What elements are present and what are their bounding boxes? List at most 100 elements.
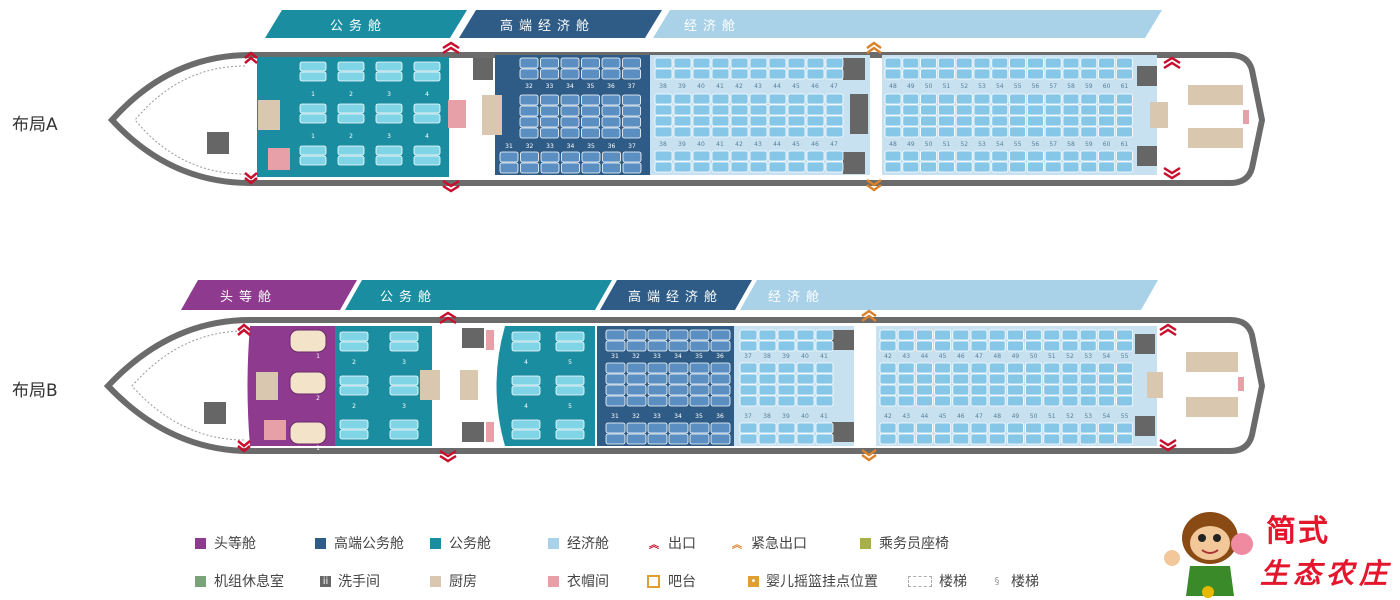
seat-premium-a — [622, 105, 641, 117]
seat-economy-a — [692, 104, 711, 116]
seat-economy-a — [749, 150, 768, 162]
seat-economy-b — [1043, 395, 1061, 407]
seat-economy-b — [897, 433, 915, 445]
seat-economy-b — [897, 384, 915, 396]
seat-economy-a — [902, 93, 920, 105]
seat-premium-a — [561, 162, 580, 174]
row-label-economy-a1-top: 47 — [830, 83, 838, 90]
row-label-premium-a-top: 37 — [628, 83, 636, 90]
seat-economy-a — [991, 126, 1009, 138]
fuselage-b-inner — [131, 330, 246, 441]
seat-premium-b — [689, 340, 710, 352]
seat-economy-a — [787, 115, 806, 127]
seat-economy-b — [796, 395, 815, 407]
seat-economy-b — [1098, 395, 1115, 407]
seat-premium-b — [689, 422, 710, 434]
seat-economy-b — [879, 362, 897, 374]
seat-business-b — [389, 429, 419, 440]
seat-economy-a — [1116, 57, 1133, 69]
seat-economy-a — [1027, 93, 1044, 105]
row-label-economy-a2-bottom: 61 — [1121, 141, 1129, 148]
seat-economy-b — [796, 422, 815, 434]
seat-economy-a — [806, 93, 825, 105]
seat-economy-b — [1098, 433, 1115, 445]
seat-economy-b — [1098, 422, 1115, 434]
seat-premium-a — [540, 68, 559, 80]
seat-economy-a — [787, 68, 806, 80]
row-label-business-b-bottom: 2 — [352, 403, 356, 410]
banner-business-a — [265, 10, 467, 38]
seat-premium-a — [622, 94, 641, 106]
seat-economy-b — [1061, 384, 1079, 396]
row-label-economy-b1-bottom: 37 — [744, 413, 752, 420]
row-label-premium-b-bottom: 34 — [674, 413, 682, 420]
row-label-economy-a2-bottom: 57 — [1049, 141, 1057, 148]
banner-premium-a-label: 高端经济舱 — [500, 18, 595, 34]
seat-business-a — [375, 103, 403, 114]
row-label-premium-b-bottom: 32 — [632, 413, 640, 420]
row-label-economy-b2-top: 51 — [1048, 353, 1056, 360]
row-label-business-b-bottom: 3 — [402, 403, 406, 410]
seat-economy-b — [934, 329, 951, 341]
seat-premium-a — [519, 105, 539, 117]
row-label-premium-b-top: 33 — [653, 353, 661, 360]
seat-economy-a — [730, 68, 749, 80]
row-label-premium-a-top: 36 — [607, 83, 615, 90]
closet-a-1 — [268, 148, 290, 170]
row-label-first-b: 1 — [316, 445, 320, 452]
seat-economy-b — [1043, 384, 1061, 396]
seat-economy-a — [1009, 150, 1026, 162]
seat-economy-a — [768, 126, 787, 138]
seat-business-a — [299, 145, 327, 156]
legend-item-crew_rest: 机组休息室 — [195, 571, 284, 591]
seat-economy-b — [1079, 329, 1097, 341]
galley-a-tail1 — [1188, 85, 1243, 105]
seat-economy-b — [815, 422, 834, 434]
row-label-economy-a2-top: 49 — [907, 83, 915, 90]
seat-economy-a — [991, 104, 1009, 116]
seat-premium-b — [626, 362, 647, 374]
seat-economy-b — [970, 433, 988, 445]
seat-business-a — [299, 103, 327, 114]
seat-economy-b — [970, 422, 988, 434]
seat-economy-b — [1116, 362, 1133, 374]
legend-item-crew_seat: 乘务员座椅 — [860, 533, 949, 553]
seat-economy-a — [973, 93, 991, 105]
banner-economy-a-label: 经济舱 — [684, 19, 741, 34]
seat-economy-b — [1007, 433, 1024, 445]
seat-economy-a — [1098, 68, 1115, 80]
seat-economy-a — [938, 126, 955, 138]
legend-label: 公务舱 — [449, 536, 491, 552]
row-label-economy-b1-top: 38 — [763, 353, 771, 360]
row-label-premium-a-bottom: 34 — [567, 143, 575, 150]
seat-business-b — [511, 419, 541, 430]
seat-business-a — [299, 61, 327, 72]
row-label-premium-a-bottom: 37 — [628, 143, 636, 150]
seat-economy-a — [920, 68, 937, 80]
seat-economy-b — [1043, 329, 1061, 341]
galley-b-2 — [420, 370, 440, 400]
seat-economy-a — [973, 68, 991, 80]
row-label-economy-b2-top: 43 — [902, 353, 910, 360]
seat-economy-b — [1098, 384, 1115, 396]
lavatory-a-7 — [1137, 146, 1157, 166]
seat-economy-b — [758, 384, 777, 396]
seat-economy-a — [1098, 57, 1115, 69]
seat-economy-b — [879, 433, 897, 445]
galley-b-tail2 — [1186, 397, 1238, 417]
seat-business-b — [389, 341, 419, 352]
seat-economy-a — [1009, 126, 1026, 138]
seat-economy-a — [1062, 104, 1080, 116]
seat-economy-a — [1062, 115, 1080, 127]
row-label-economy-a1-bottom: 43 — [754, 141, 762, 148]
row-label-economy-b2-top: 42 — [884, 353, 892, 360]
row-label-business-a-top: 2 — [349, 91, 353, 98]
seat-economy-b — [739, 362, 758, 374]
seat-economy-b — [952, 362, 970, 374]
seat-business-a — [375, 61, 403, 72]
seat-business-b — [339, 331, 369, 342]
seat-economy-a — [1062, 68, 1080, 80]
row-label-premium-a-bottom: 31 — [505, 143, 513, 150]
exit-b-1-bot — [237, 440, 251, 453]
seat-premium-a — [622, 68, 641, 80]
